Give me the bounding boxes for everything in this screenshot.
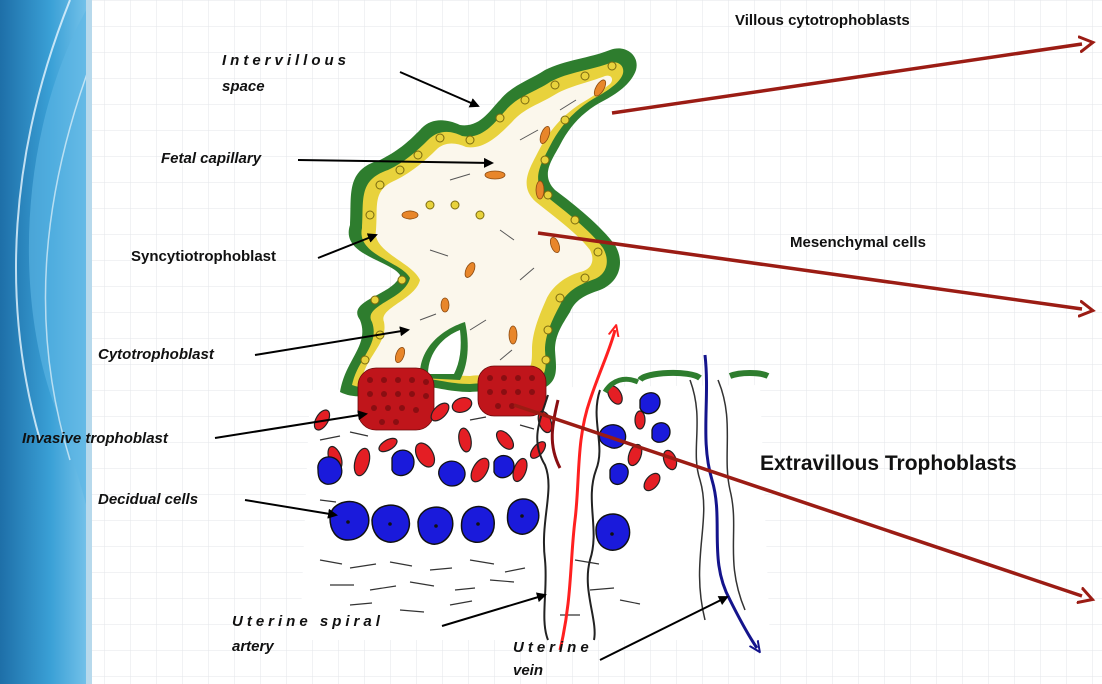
label-intervillous-space-line2: space [222,78,265,95]
callout-mesenchymal-cells: Mesenchymal cells [790,234,926,251]
label-decidual-cells: Decidual cells [98,491,198,508]
label-uterine-vein: Uterine [513,639,593,656]
label-fetal-capillary: Fetal capillary [161,150,261,167]
label-uterine-spiral-artery: Uterine spiral [232,613,384,630]
label-uterine-spiral-artery-line2: artery [232,638,274,655]
callout-villous-cytotrophoblasts: Villous cytotrophoblasts [735,12,910,29]
label-uterine-vein-line2: vein [513,662,543,679]
label-invasive-trophoblast: Invasive trophoblast [22,430,168,447]
label-intervillous-space: Intervillous [222,52,350,69]
label-syncytiotrophoblast: Syncytiotrophoblast [131,248,276,265]
decorative-sidebar [0,0,92,684]
callout-extravillous-trophoblasts: Extravillous Trophoblasts [760,452,1017,476]
label-cytotrophoblast: Cytotrophoblast [98,346,214,363]
